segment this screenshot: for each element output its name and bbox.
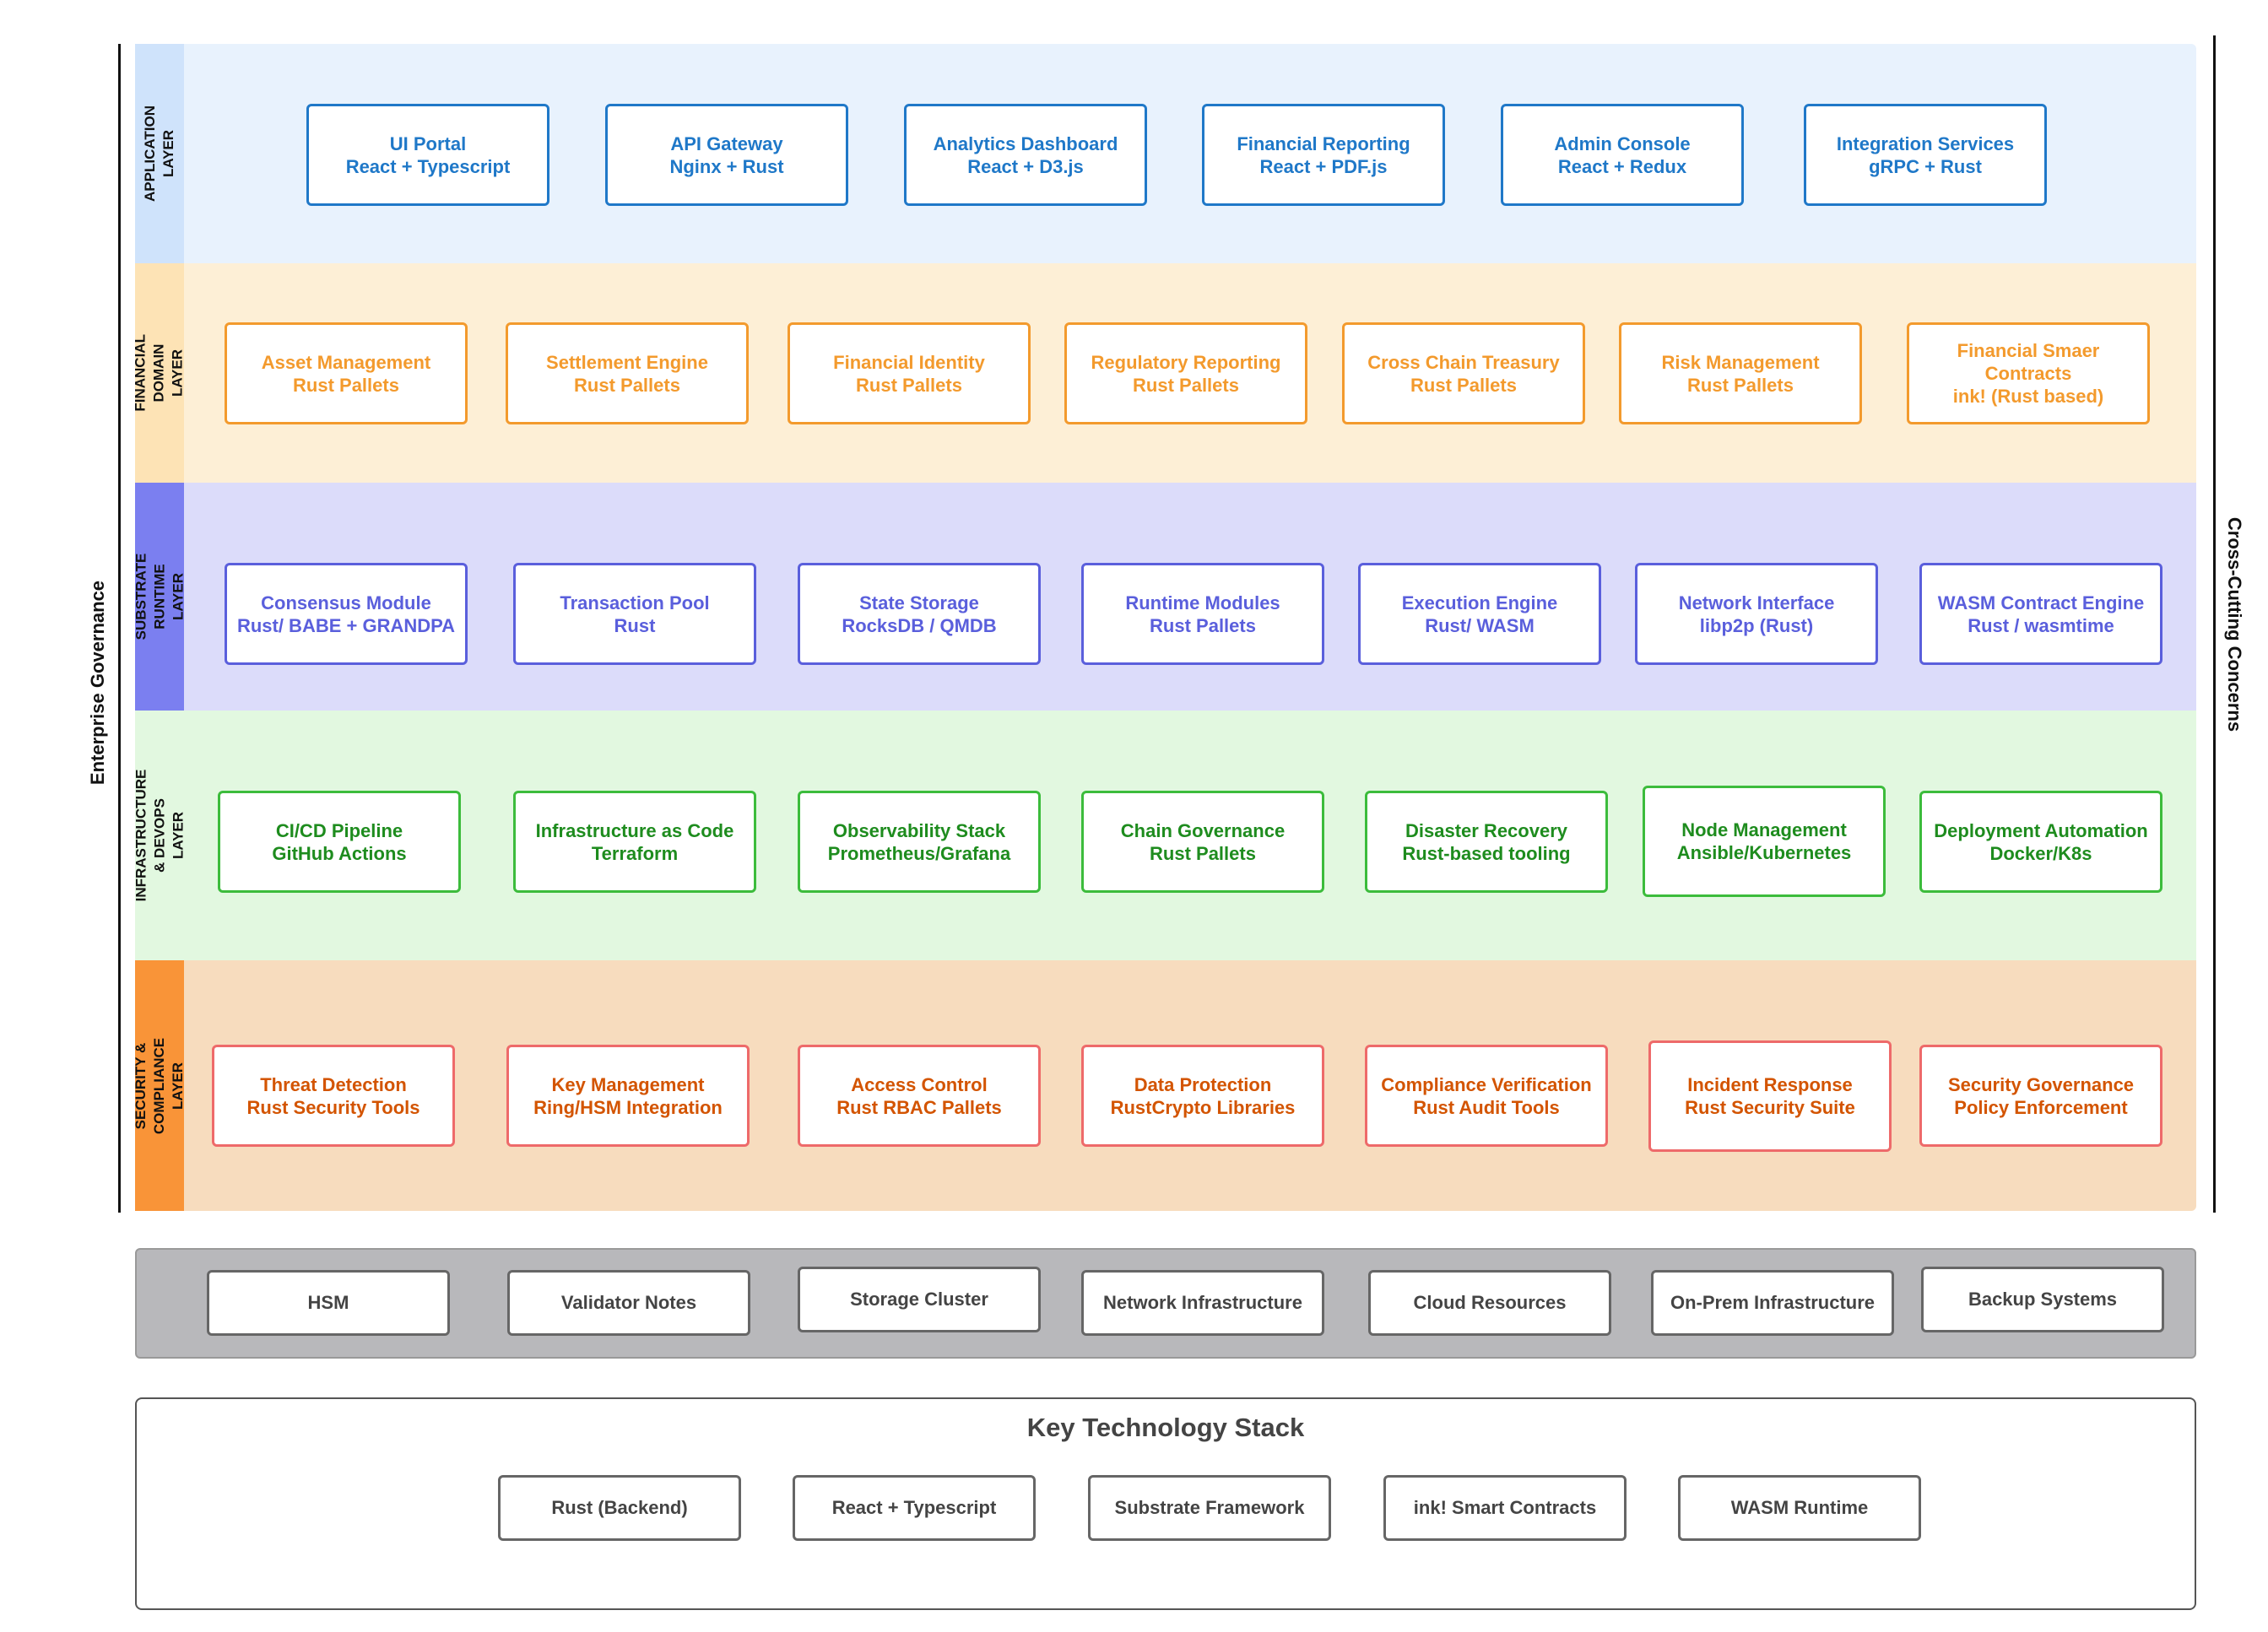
component-data-protection: Data Protection RustCrypto Libraries	[1081, 1045, 1324, 1147]
component-security-governance: Security Governance Policy Enforcement	[1919, 1045, 2162, 1147]
financial-layer-tab	[135, 263, 184, 483]
component-api-gateway: API Gateway Nginx + Rust	[605, 104, 848, 206]
infrastructure-layer-title: INFRASTRUCTURE & DEVOPS LAYER	[133, 711, 186, 960]
infra-validator-notes: Validator Notes	[507, 1270, 750, 1336]
tech-substrate-framework: Substrate Framework	[1088, 1475, 1331, 1541]
layer-title-text: SECURITY & COMPLIANCE LAYER	[133, 1037, 186, 1134]
component-consensus-module: Consensus Module Rust/ BABE + GRANDPA	[225, 563, 468, 665]
component-compliance-verification: Compliance Verification Rust Audit Tools	[1365, 1045, 1608, 1147]
component-deployment-automation: Deployment Automation Docker/K8s	[1919, 791, 2162, 893]
component-incident-response: Incident Response Rust Security Suite	[1648, 1040, 1892, 1152]
component-observability-stack: Observability Stack Prometheus/Grafana	[798, 791, 1041, 893]
component-network-interface: Network Interface libp2p (Rust)	[1635, 563, 1878, 665]
infra-hsm: HSM	[207, 1270, 450, 1336]
component-analytics-dashboard: Analytics Dashboard React + D3.js	[904, 104, 1147, 206]
layer-title-text: FINANCIAL DOMAIN LAYER	[133, 334, 187, 412]
component-financial-identity: Financial Identity Rust Pallets	[788, 322, 1031, 424]
right-crosscutting-line	[2213, 35, 2216, 1213]
layer-title-text: INFRASTRUCTURE & DEVOPS LAYER	[133, 769, 186, 902]
component-settlement-engine: Settlement Engine Rust Pallets	[506, 322, 749, 424]
component-financial-reporting: Financial Reporting React + PDF.js	[1202, 104, 1445, 206]
layer-title-text: SUBSTRATE RUNTIME LAYER	[133, 553, 187, 640]
component-transaction-pool: Transaction Pool Rust	[513, 563, 756, 665]
security-layer-tab	[135, 960, 184, 1211]
component-risk-management: Risk Management Rust Pallets	[1619, 322, 1862, 424]
tech-stack-panel: Key Technology Stack Rust (Backend) React…	[135, 1397, 2196, 1610]
component-execution-engine: Execution Engine Rust/ WASM	[1358, 563, 1601, 665]
infra-network-infrastructure: Network Infrastructure	[1081, 1270, 1324, 1336]
component-infrastructure-as-code: Infrastructure as Code Terraform	[513, 791, 756, 893]
component-admin-console: Admin Console React + Redux	[1501, 104, 1744, 206]
left-governance-line	[118, 44, 121, 1213]
component-financial-smaer: Financial Smaer Contracts ink! (Rust bas…	[1907, 322, 2150, 424]
component-regulatory-reporting: Regulatory Reporting Rust Pallets	[1064, 322, 1307, 424]
infra-storage-cluster: Storage Cluster	[798, 1267, 1041, 1332]
component-key-management: Key Management Ring/HSM Integration	[506, 1045, 750, 1147]
infrastructure-layer-tab	[135, 711, 184, 960]
component-asset-management: Asset Management Rust Pallets	[225, 322, 468, 424]
physical-infrastructure-bar: HSM Validator Notes Storage Cluster Network…	[135, 1248, 2196, 1359]
component-node-management: Node Management Ansible/Kubernetes	[1643, 786, 1886, 897]
tech-rust-backend: Rust (Backend)	[498, 1475, 741, 1541]
tech-react-typescript: React + Typescript	[793, 1475, 1036, 1541]
component-cross-chain-treasury: Cross Chain Treasury Rust Pallets	[1342, 322, 1585, 424]
substrate-layer-title: SUBSTRATE RUNTIME LAYER	[133, 483, 187, 711]
enterprise-governance-label: Enterprise Governance	[87, 580, 108, 786]
infra-on-prem-infrastructure: On-Prem Infrastructure	[1651, 1270, 1894, 1336]
component-access-control: Access Control Rust RBAC Pallets	[798, 1045, 1041, 1147]
layer-title-text: APPLICATION LAYER	[142, 105, 176, 202]
substrate-layer-tab	[135, 483, 184, 711]
infra-cloud-resources: Cloud Resources	[1368, 1270, 1611, 1336]
component-chain-governance: Chain Governance Rust Pallets	[1081, 791, 1324, 893]
cross-cutting-concerns-label: Cross-Cutting Concerns	[2224, 516, 2245, 732]
component-ci-cd-pipeline: CI/CD Pipeline GitHub Actions	[218, 791, 461, 893]
component-runtime-modules: Runtime Modules Rust Pallets	[1081, 563, 1324, 665]
application-layer-title: APPLICATION LAYER	[135, 44, 184, 263]
financial-layer-title: FINANCIAL DOMAIN LAYER	[133, 263, 187, 483]
component-ui-portal: UI Portal React + Typescript	[306, 104, 549, 206]
security-layer-title: SECURITY & COMPLIANCE LAYER	[133, 960, 186, 1211]
component-wasm-contract-engine: WASM Contract Engine Rust / wasmtime	[1919, 563, 2162, 665]
component-integration-services: Integration Services gRPC + Rust	[1804, 104, 2047, 206]
component-threat-detection: Threat Detection Rust Security Tools	[212, 1045, 455, 1147]
application-layer-tab	[135, 44, 184, 263]
component-state-storage: State Storage RocksDB / QMDB	[798, 563, 1041, 665]
tech-stack-title: Key Technology Stack	[1026, 1413, 1305, 1442]
component-disaster-recovery: Disaster Recovery Rust-based tooling	[1365, 791, 1608, 893]
tech-wasm-runtime: WASM Runtime	[1678, 1475, 1921, 1541]
infra-backup-systems: Backup Systems	[1921, 1267, 2164, 1332]
tech-ink-smart-contracts: ink! Smart Contracts	[1383, 1475, 1627, 1541]
